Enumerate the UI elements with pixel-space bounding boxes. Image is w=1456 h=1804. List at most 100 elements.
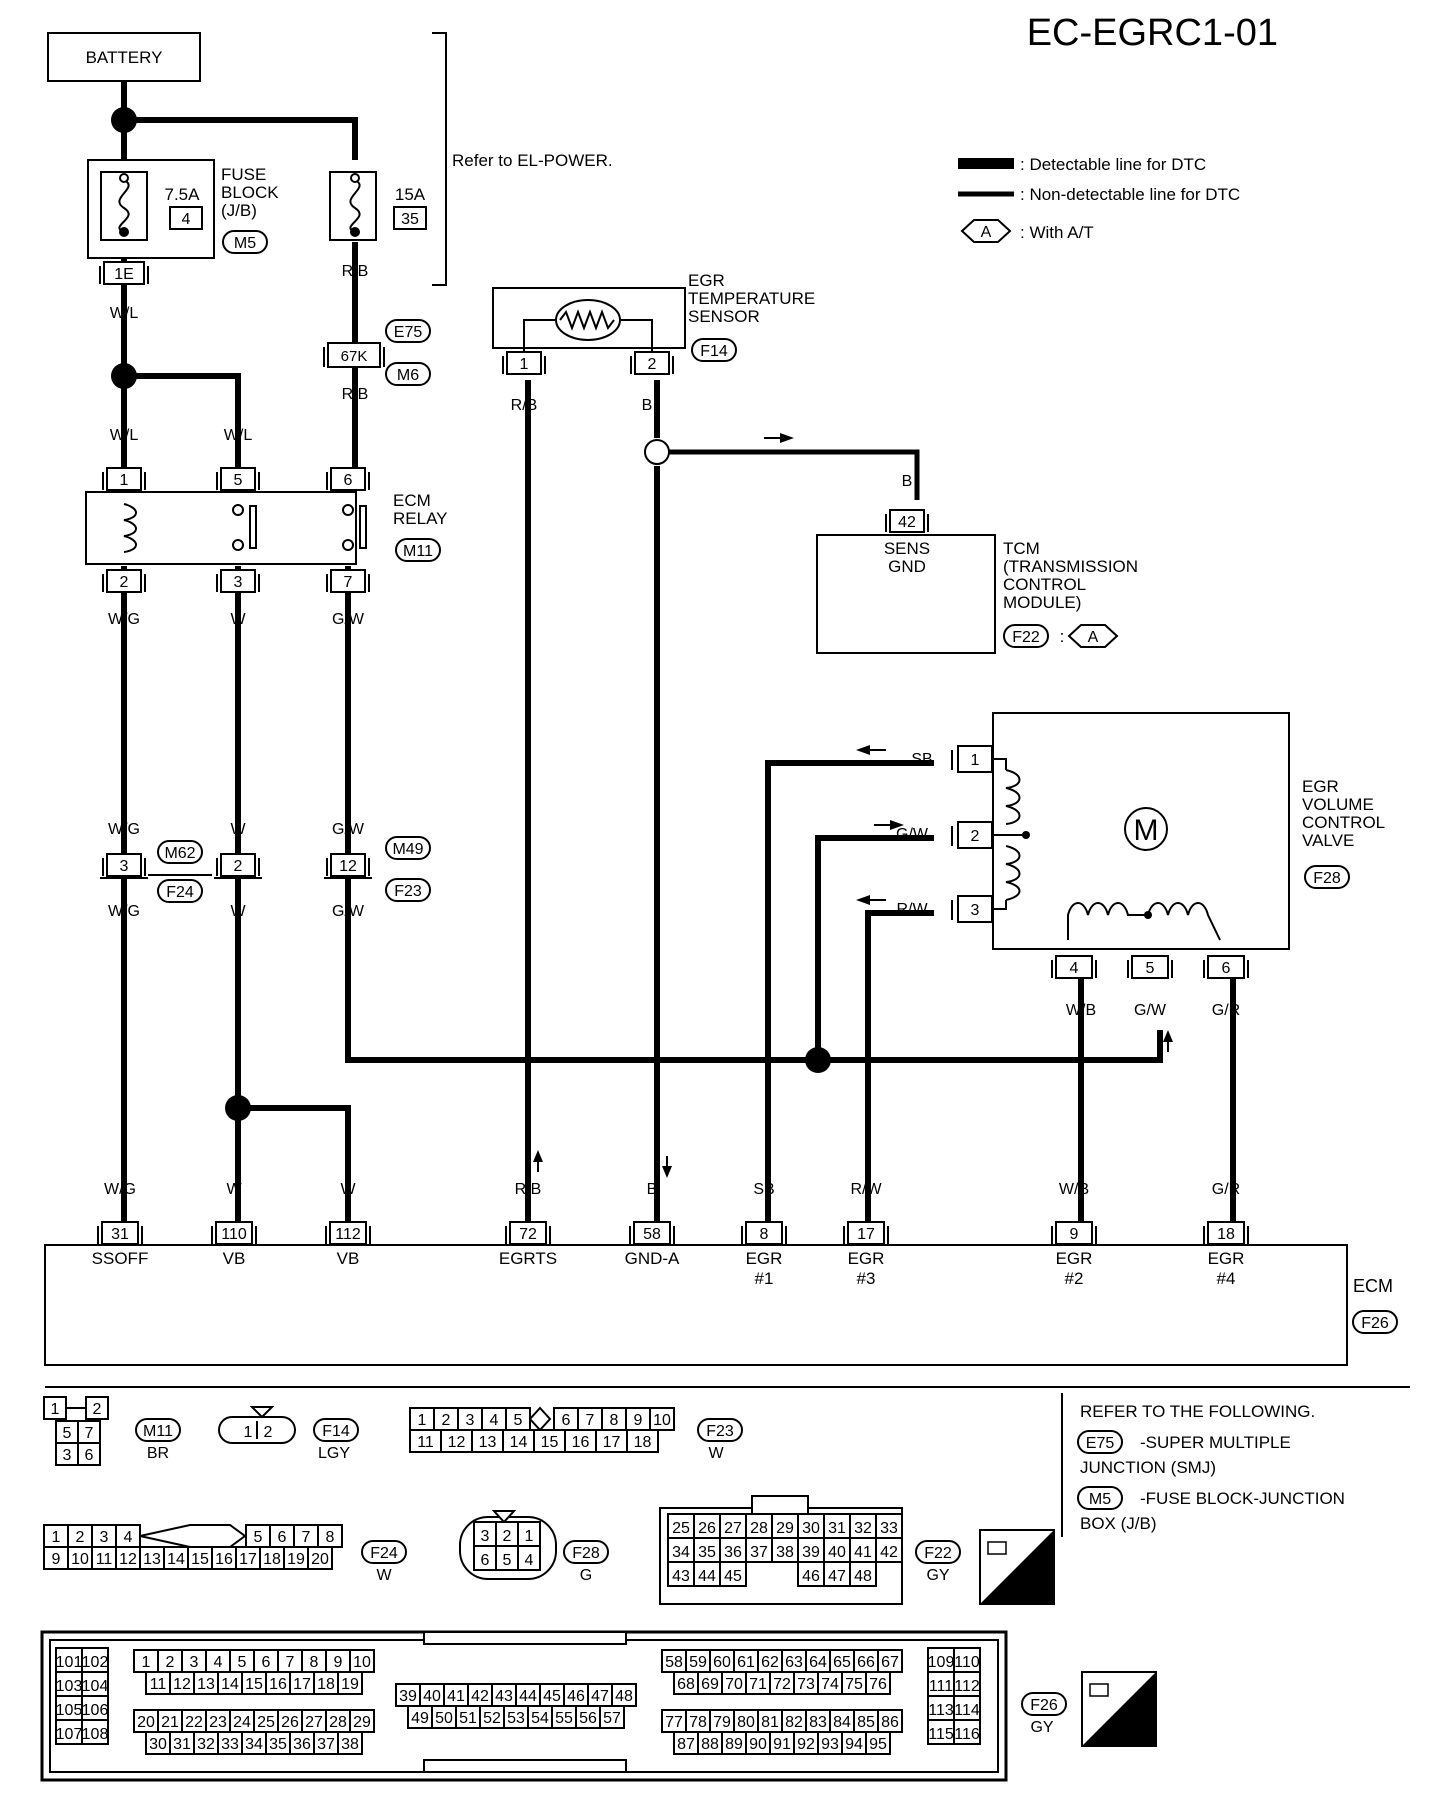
wire-color-label: W/G bbox=[108, 821, 140, 838]
connector-cell bbox=[81, 1647, 109, 1673]
ecm-relay-connector-tag-text: M11 bbox=[403, 543, 433, 560]
tcm-pin bbox=[889, 509, 925, 533]
connector-cell-text: 42 bbox=[880, 1544, 898, 1561]
connector-cell-text: 9 bbox=[634, 1412, 643, 1429]
mid-connector-tag-text: M49 bbox=[392, 841, 423, 858]
connector-cell-text: 9 bbox=[52, 1551, 61, 1568]
fuse-block-label: BLOCK bbox=[221, 183, 279, 202]
wire-color-label: W bbox=[340, 1181, 356, 1198]
connector-cell-text: 20 bbox=[137, 1714, 155, 1731]
connector-cell-text: 106 bbox=[82, 1702, 109, 1719]
connector-cell-text: 14 bbox=[167, 1551, 185, 1568]
connector-cell bbox=[771, 1537, 799, 1563]
connector-cell bbox=[865, 1671, 891, 1695]
ecm-terminal-label: EGRTS bbox=[499, 1249, 557, 1268]
connector-cell bbox=[849, 1561, 877, 1587]
hs-badge-fill bbox=[1082, 1672, 1156, 1746]
connector-cell-text: 19 bbox=[341, 1676, 359, 1693]
connector-cell-text: 2 bbox=[442, 1412, 451, 1429]
wire-b-tcm bbox=[669, 449, 920, 500]
connector-view-tag-text: F24 bbox=[370, 1545, 398, 1562]
battery-box bbox=[47, 32, 201, 82]
wire-color-label: R/W bbox=[896, 901, 928, 918]
connector-cell-text: 13 bbox=[143, 1551, 161, 1568]
valve-bottom-pin bbox=[1207, 955, 1245, 979]
ecm-terminal-pin bbox=[101, 1221, 139, 1245]
wire-color-label: R/B bbox=[342, 263, 369, 280]
connector-cell-text: 49 bbox=[411, 1710, 429, 1727]
connector-cell-text: 21 bbox=[161, 1714, 179, 1731]
connector-cell-text: 11 bbox=[96, 1551, 113, 1568]
relay-contact bbox=[342, 504, 354, 516]
connector-cell-text: 6 bbox=[562, 1412, 571, 1429]
connector-cell-text: 4 bbox=[525, 1552, 534, 1569]
connector-cell-text: 36 bbox=[724, 1544, 742, 1561]
ecm-terminal-label: SSOFF bbox=[92, 1249, 149, 1268]
connector-cell-text: 28 bbox=[750, 1520, 768, 1537]
arrow-up-icon bbox=[1163, 1030, 1173, 1042]
wires bbox=[111, 81, 1236, 1222]
connector-cell bbox=[626, 1429, 659, 1453]
connector-cell bbox=[649, 1407, 675, 1431]
connector-cell-text: 17 bbox=[239, 1551, 257, 1568]
wire-color-label: G/R bbox=[1212, 1002, 1240, 1019]
connector-cell-text: 18 bbox=[317, 1676, 335, 1693]
connector-view-tag-text: F23 bbox=[706, 1423, 734, 1440]
tcm-label: TCM bbox=[1003, 539, 1040, 558]
f28-key bbox=[491, 1510, 517, 1524]
connector-cell-text: 9 bbox=[334, 1654, 343, 1671]
ecm-terminal-label: #2 bbox=[1065, 1269, 1084, 1288]
connector-cell-text: 77 bbox=[665, 1714, 683, 1731]
connector-cell-text: 39 bbox=[399, 1688, 417, 1705]
connector-cell-text: 11 bbox=[150, 1676, 167, 1693]
connector-cell-text: 19 bbox=[287, 1551, 305, 1568]
legend-variant-symbol-text: A bbox=[981, 224, 992, 241]
f14-key bbox=[249, 1406, 275, 1419]
ecm-terminal-label: #4 bbox=[1217, 1269, 1236, 1288]
connector-cell-text: 67 bbox=[881, 1654, 899, 1671]
connector-cell-text: 70 bbox=[725, 1676, 743, 1693]
connector-cell-text: 47 bbox=[828, 1568, 846, 1585]
ecm-terminal-pin-text: 112 bbox=[335, 1226, 361, 1243]
connector-cell-text: 7 bbox=[302, 1529, 311, 1546]
connector-cell-text: 109 bbox=[928, 1654, 955, 1671]
connector-color: LGY bbox=[318, 1445, 350, 1462]
connector-cell-text: 25 bbox=[672, 1520, 690, 1537]
connector-cell bbox=[865, 1731, 891, 1755]
connector-cell-text: 42 bbox=[471, 1688, 489, 1705]
connector-cell-text: 33 bbox=[880, 1520, 898, 1537]
wire-color-label: W/L bbox=[224, 427, 253, 444]
connector-cell bbox=[719, 1561, 747, 1587]
connector-cell bbox=[667, 1537, 695, 1563]
connector-cell-text: 58 bbox=[665, 1654, 683, 1671]
refer-connector-tag-text: M5 bbox=[1089, 1491, 1111, 1508]
connector-cell-text: 83 bbox=[809, 1714, 827, 1731]
connector-cell-text: 16 bbox=[269, 1676, 287, 1693]
connector-cell bbox=[599, 1705, 625, 1729]
fuse-rating: 7.5A bbox=[165, 185, 201, 204]
sensor-pin-text: 1 bbox=[520, 356, 529, 373]
ecm-terminal-pin-text: 9 bbox=[1070, 1226, 1079, 1243]
connector-cell-text: 76 bbox=[869, 1676, 887, 1693]
connector-cell-text: 14 bbox=[510, 1434, 528, 1451]
connector-cell-text: 116 bbox=[954, 1726, 980, 1743]
valve-bottom-pin-text: 5 bbox=[1146, 960, 1155, 977]
connector-cell bbox=[307, 1546, 333, 1570]
connector-cell-text: 14 bbox=[221, 1676, 239, 1693]
connector-cell bbox=[953, 1719, 981, 1745]
connector-cell-text: 15 bbox=[245, 1676, 263, 1693]
connector-cell-text: 8 bbox=[310, 1654, 319, 1671]
connector-cell bbox=[517, 1545, 541, 1571]
wire-color-label: G/W bbox=[332, 903, 365, 920]
connector-cell-text: 65 bbox=[833, 1654, 851, 1671]
hs-connector-icon bbox=[987, 1541, 1007, 1555]
connector-cell-text: 12 bbox=[448, 1434, 466, 1451]
ecm-relay-label: RELAY bbox=[393, 509, 448, 528]
connector-cell-text: 108 bbox=[82, 1726, 109, 1743]
connector-cell-text: 23 bbox=[209, 1714, 227, 1731]
ecm-terminal-pin-text: 18 bbox=[1217, 1226, 1235, 1243]
arrow-left-icon bbox=[856, 745, 870, 755]
ecm-relay-box bbox=[85, 491, 357, 565]
connector-cell-text: 88 bbox=[701, 1736, 719, 1753]
wire-color-label: W/L bbox=[110, 305, 139, 322]
